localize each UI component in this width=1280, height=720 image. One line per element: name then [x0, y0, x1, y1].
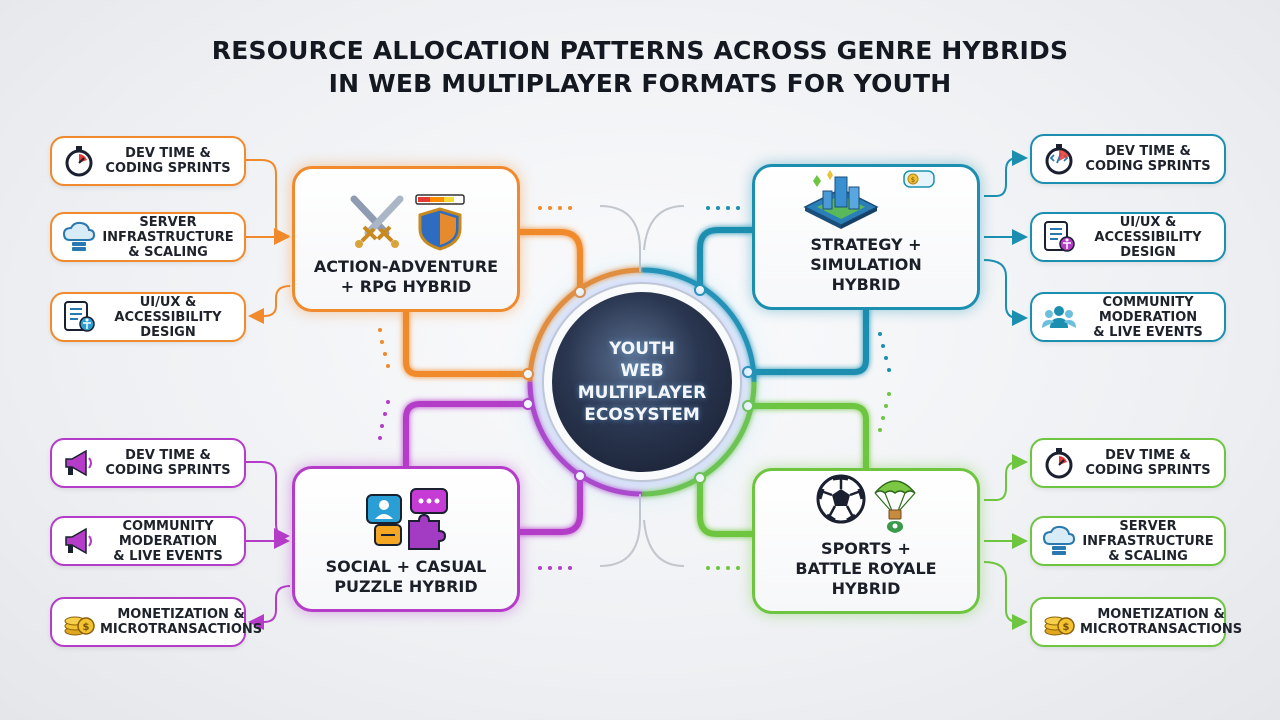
- hub-line-3: Multiplayer: [577, 383, 707, 403]
- resource-label: Dev Time & Coding Sprints: [105, 448, 231, 478]
- resource-label: Community Moderation & Live Events: [1093, 294, 1203, 340]
- coin-tag-icon: $: [903, 170, 935, 188]
- genre-action-rpg: Action-Adventure + RPG Hybrid: [292, 166, 520, 312]
- shield-icon: [415, 194, 465, 251]
- resource-label: Dev Time & Coding Sprints: [105, 146, 231, 176]
- resource-dev-time: Dev Time & Coding Sprints: [50, 136, 246, 186]
- resource-label: Monetization & Microtransactions: [1080, 607, 1243, 637]
- genre-label: Action-Adventure + RPG Hybrid: [313, 257, 499, 296]
- resource-label: UI/UX & Accessibility Design: [1094, 214, 1202, 260]
- resource-community: Community Moderation & Live Events: [1030, 292, 1226, 342]
- diagram-title: Resource Allocation Patterns Across Genr…: [0, 34, 1280, 100]
- cloud-server-icon: [1042, 525, 1076, 555]
- tablet-accessibility-icon: [1044, 221, 1075, 252]
- coin-stack-icon: $: [64, 616, 95, 636]
- resource-monetization: $ Monetization & Microtransactions: [50, 597, 262, 647]
- svg-text:$: $: [83, 622, 90, 633]
- resource-dev-time: Dev Time & Coding Sprints: [1030, 134, 1226, 184]
- genre-sports-royale: Sports + Battle Royale Hybrid: [752, 468, 980, 614]
- resource-community: Community Moderation & Live Events: [50, 516, 246, 566]
- coin-stack-icon: $: [1044, 616, 1075, 636]
- svg-text:$: $: [911, 176, 915, 184]
- tablet-accessibility-icon: [64, 301, 95, 332]
- megaphone-icon: [65, 527, 92, 555]
- hub-line-4: Ecosystem: [584, 405, 700, 425]
- genre-label: Sports + Battle Royale Hybrid: [795, 539, 937, 598]
- genre-strategy-sim: $ Strategy + Simulation Hybrid: [752, 164, 980, 310]
- title-line-1: Resource Allocation Patterns Across Genr…: [211, 36, 1069, 65]
- resource-label: Monetization & Microtransactions: [100, 607, 263, 637]
- central-hub: Youth Web Multiplayer Ecosystem: [552, 292, 732, 472]
- stopwatch-icon: [65, 146, 93, 177]
- soccer-ball-icon: [816, 474, 866, 524]
- megaphone-icon: [65, 449, 92, 477]
- parachute-drop-icon: [874, 480, 916, 533]
- resource-dev-time: Dev Time & Coding Sprints: [50, 438, 246, 488]
- title-line-2: in Web Multiplayer Formats for Youth: [328, 69, 952, 98]
- resource-ui-ux: UI/UX & Accessibility Design: [1030, 212, 1226, 262]
- hub-line-1: Youth: [609, 339, 675, 359]
- resource-label: Dev Time & Coding Sprints: [1085, 448, 1211, 478]
- resource-label: Dev Time & Coding Sprints: [1085, 144, 1211, 174]
- resource-dev-time: Dev Time & Coding Sprints: [1030, 438, 1226, 488]
- genre-social-puzzle: Social + Casual Puzzle Hybrid: [292, 466, 520, 612]
- stopwatch-icon: [1045, 448, 1073, 479]
- hub-line-2: Web: [620, 361, 664, 381]
- resource-monetization: $ Monetization & Microtransactions: [1030, 597, 1242, 647]
- resource-label: UI/UX & Accessibility Design: [114, 294, 222, 340]
- resource-label: Server Infrastructure & Scaling: [102, 214, 234, 260]
- people-group-icon: [1042, 306, 1076, 328]
- genre-label: Social + Casual Puzzle Hybrid: [325, 557, 487, 596]
- resource-server-infra: Server Infrastructure & Scaling: [50, 212, 246, 262]
- resource-label: Server Infrastructure & Scaling: [1082, 518, 1214, 564]
- crossed-swords-icon: [350, 195, 404, 248]
- stopwatch-code-icon: [1045, 144, 1073, 175]
- resource-server-infra: Server Infrastructure & Scaling: [1030, 516, 1226, 566]
- chat-bubbles-icon: [366, 488, 448, 550]
- resource-ui-ux: UI/UX & Accessibility Design: [50, 292, 246, 342]
- genre-label: Strategy + Simulation Hybrid: [810, 235, 922, 294]
- isometric-city-icon: [803, 170, 879, 229]
- cloud-server-icon: [62, 221, 96, 251]
- resource-label: Community Moderation & Live Events: [113, 518, 223, 564]
- svg-text:$: $: [1063, 622, 1070, 633]
